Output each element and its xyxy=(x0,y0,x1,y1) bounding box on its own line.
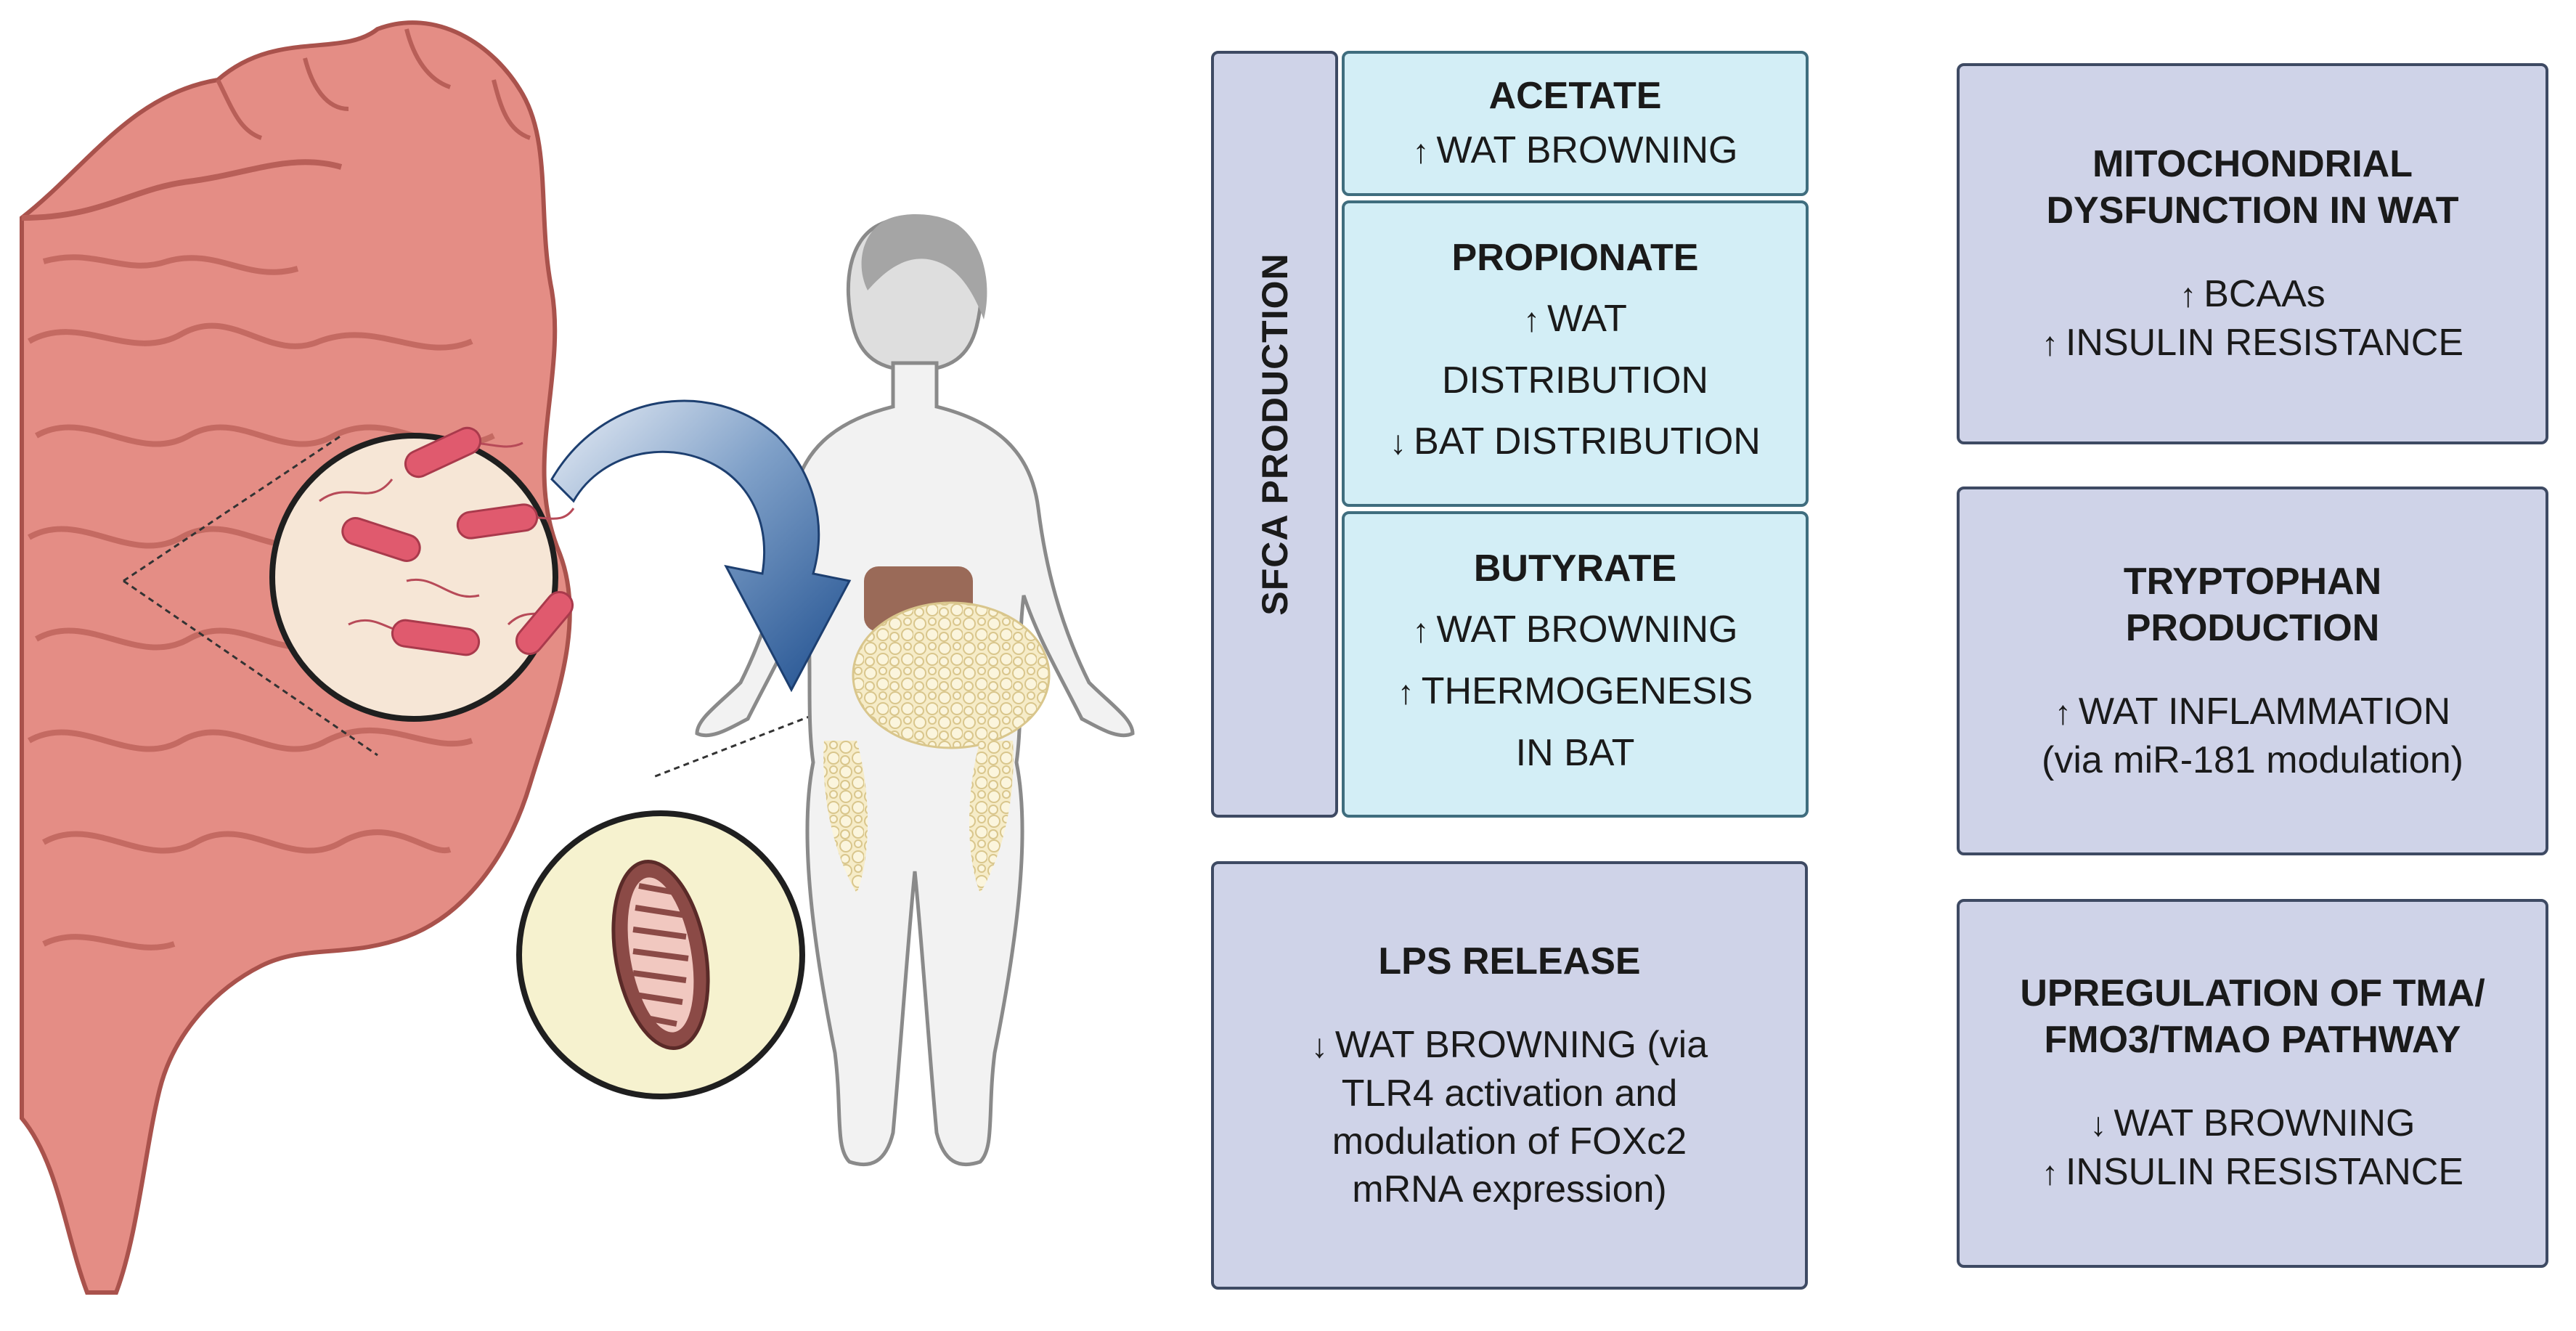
propionate-line-3: ↓BAT DISTRIBUTION xyxy=(1390,420,1761,463)
tma-line-1: ↓WAT BROWNING xyxy=(2090,1102,2416,1144)
propionate-line-2: DISTRIBUTION xyxy=(1442,359,1708,402)
mito-line-2: ↑INSULIN RESISTANCE xyxy=(2041,321,2464,364)
propionate-line-1: ↑WAT xyxy=(1523,298,1627,340)
fat-tissue-icon xyxy=(852,601,1051,749)
butyrate-box: BUTYRATE ↑WAT BROWNING ↑THERMOGENESIS IN… xyxy=(1342,511,1809,818)
tma-pathway-box: UPREGULATION OF TMA/ FMO3/TMAO PATHWAY ↓… xyxy=(1957,899,2548,1268)
tma-title-1: UPREGULATION OF TMA/ xyxy=(2020,972,2485,1014)
mito-title-1: MITOCHONDRIAL xyxy=(2092,142,2413,185)
butyrate-line-3: IN BAT xyxy=(1515,732,1635,774)
tma-line-2: ↑INSULIN RESISTANCE xyxy=(2041,1151,2464,1193)
butyrate-line-2: ↑THERMOGENESIS xyxy=(1397,670,1753,712)
acetate-line-1: ↑WAT BROWNING xyxy=(1412,129,1738,171)
trp-line-2: (via miR-181 modulation) xyxy=(2042,738,2463,781)
mito-title-2: DYSFUNCTION IN WAT xyxy=(2046,189,2459,232)
butyrate-line-1: ↑WAT BROWNING xyxy=(1412,608,1738,651)
tryptophan-production-box: TRYPTOPHAN PRODUCTION ↑WAT INFLAMMATION … xyxy=(1957,487,2548,855)
lps-release-box: LPS RELEASE ↓WAT BROWNING (via TLR4 acti… xyxy=(1211,861,1808,1290)
butyrate-title: BUTYRATE xyxy=(1473,548,1677,590)
sfca-production-label: SFCA PRODUCTION xyxy=(1211,51,1338,818)
lps-line-1: ↓WAT BROWNING (via xyxy=(1311,1023,1708,1066)
sfca-production-text: SFCA PRODUCTION xyxy=(1254,253,1295,616)
propionate-title: PROPIONATE xyxy=(1451,237,1699,279)
lps-line-4: mRNA expression) xyxy=(1352,1168,1667,1210)
curved-arrow-icon xyxy=(550,399,852,693)
trp-title-1: TRYPTOPHAN xyxy=(2123,560,2382,603)
mitochondrial-dysfunction-box: MITOCHONDRIAL DYSFUNCTION IN WAT ↑BCAAs … xyxy=(1957,63,2548,444)
acetate-title: ACETATE xyxy=(1488,74,1662,117)
lps-line-2: TLR4 activation and xyxy=(1341,1072,1678,1115)
acetate-box: ACETATE ↑WAT BROWNING xyxy=(1342,51,1809,196)
pointer-line xyxy=(123,579,378,757)
tma-title-2: FMO3/TMAO PATHWAY xyxy=(2044,1019,2461,1061)
bacteria-magnifier-icon xyxy=(269,426,575,722)
mitochondrion-magnifier-icon xyxy=(516,810,805,1099)
trp-line-1: ↑WAT INFLAMMATION xyxy=(2054,690,2451,733)
lps-title: LPS RELEASE xyxy=(1378,940,1641,982)
trp-title-2: PRODUCTION xyxy=(2125,606,2380,649)
propionate-box: PROPIONATE ↑WAT DISTRIBUTION ↓BAT DISTRI… xyxy=(1342,200,1809,507)
illustration xyxy=(20,20,1135,1295)
pointer-line xyxy=(123,434,342,582)
mito-line-1: ↑BCAAs xyxy=(2180,272,2326,315)
lps-line-3: modulation of FOXc2 xyxy=(1332,1120,1687,1163)
